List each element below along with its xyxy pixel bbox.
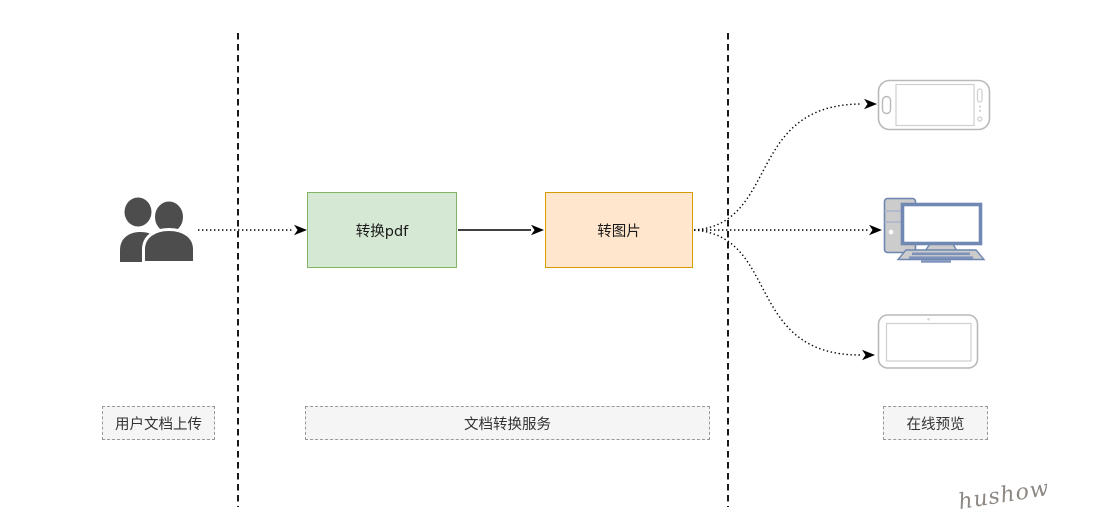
lane-label-service: 文档转换服务: [305, 406, 710, 440]
node-convert-pdf: 转换pdf: [307, 192, 457, 268]
arrow-pdf-to-image: [458, 224, 544, 236]
node-convert-image: 转图片: [545, 192, 693, 268]
lane-label-preview: 在线预览: [883, 406, 988, 440]
desktop-computer-icon: [883, 197, 986, 263]
arrow-image-to-tablet: [693, 229, 875, 361]
lane-label-service-text: 文档转换服务: [464, 416, 551, 433]
arrow-image-to-desktop: [694, 224, 882, 236]
lane-label-upload-text: 用户文档上传: [115, 416, 202, 433]
arrow-users-to-pdf: [198, 224, 307, 236]
tablet-icon: [877, 314, 979, 369]
smartphone-icon: [877, 79, 991, 131]
users-icon: [120, 197, 196, 264]
arrow-image-to-phone: [693, 98, 877, 231]
node-convert-pdf-label: 转换pdf: [355, 223, 409, 240]
lane-label-upload: 用户文档上传: [102, 406, 215, 440]
node-convert-image-label: 转图片: [597, 223, 641, 240]
lane-label-preview-text: 在线预览: [906, 416, 965, 433]
